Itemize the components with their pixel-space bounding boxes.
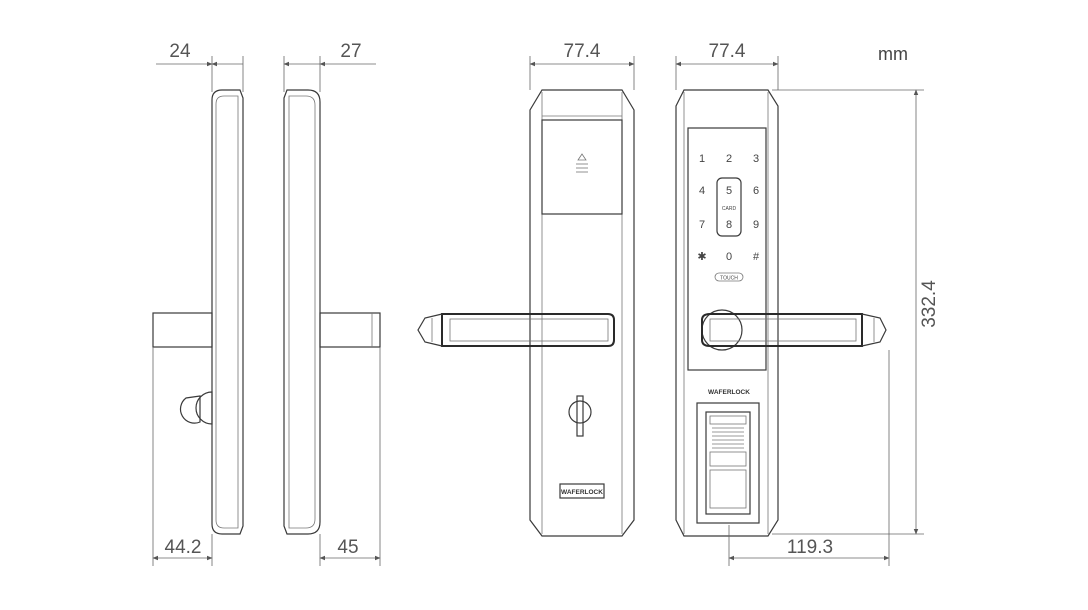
key-1: 1 <box>699 153 705 165</box>
key-4: 4 <box>699 185 705 197</box>
dim-front-width: 77.4 <box>709 41 746 62</box>
touch-label: TOUCH <box>720 276 738 282</box>
dimension-lines <box>152 56 924 566</box>
key-8: 8 <box>726 219 732 231</box>
side-view-right <box>283 89 381 535</box>
back-logo: WAFERLOCK <box>561 489 603 496</box>
key-hash: # <box>753 251 760 263</box>
dim-side-left-handle: 44.2 <box>165 537 202 558</box>
units-label: mm <box>878 44 908 64</box>
key-9: 9 <box>753 219 759 231</box>
key-0: 0 <box>726 251 732 263</box>
key-star: ✱ <box>697 251 706 263</box>
key-3: 3 <box>753 153 759 165</box>
front-view: CARD 1 2 3 4 5 6 7 8 9 ✱ 0 # TOUCH WAFER… <box>675 89 887 537</box>
side-view-left <box>152 89 244 535</box>
key-2: 2 <box>726 153 732 165</box>
back-view: WAFERLOCK <box>417 89 635 537</box>
dim-back-width: 77.4 <box>564 41 601 62</box>
dim-side-right-thickness: 27 <box>340 41 361 62</box>
key-7: 7 <box>699 219 705 231</box>
dim-side-left-thickness: 24 <box>169 41 191 62</box>
key-5: 5 <box>726 185 732 197</box>
dim-handle-length: 119.3 <box>787 537 833 558</box>
front-logo: WAFERLOCK <box>708 389 750 396</box>
key-6: 6 <box>753 185 759 197</box>
dim-side-right-handle: 45 <box>337 537 358 558</box>
dim-height: 332.4 <box>919 280 940 328</box>
card-label: CARD <box>722 206 737 212</box>
